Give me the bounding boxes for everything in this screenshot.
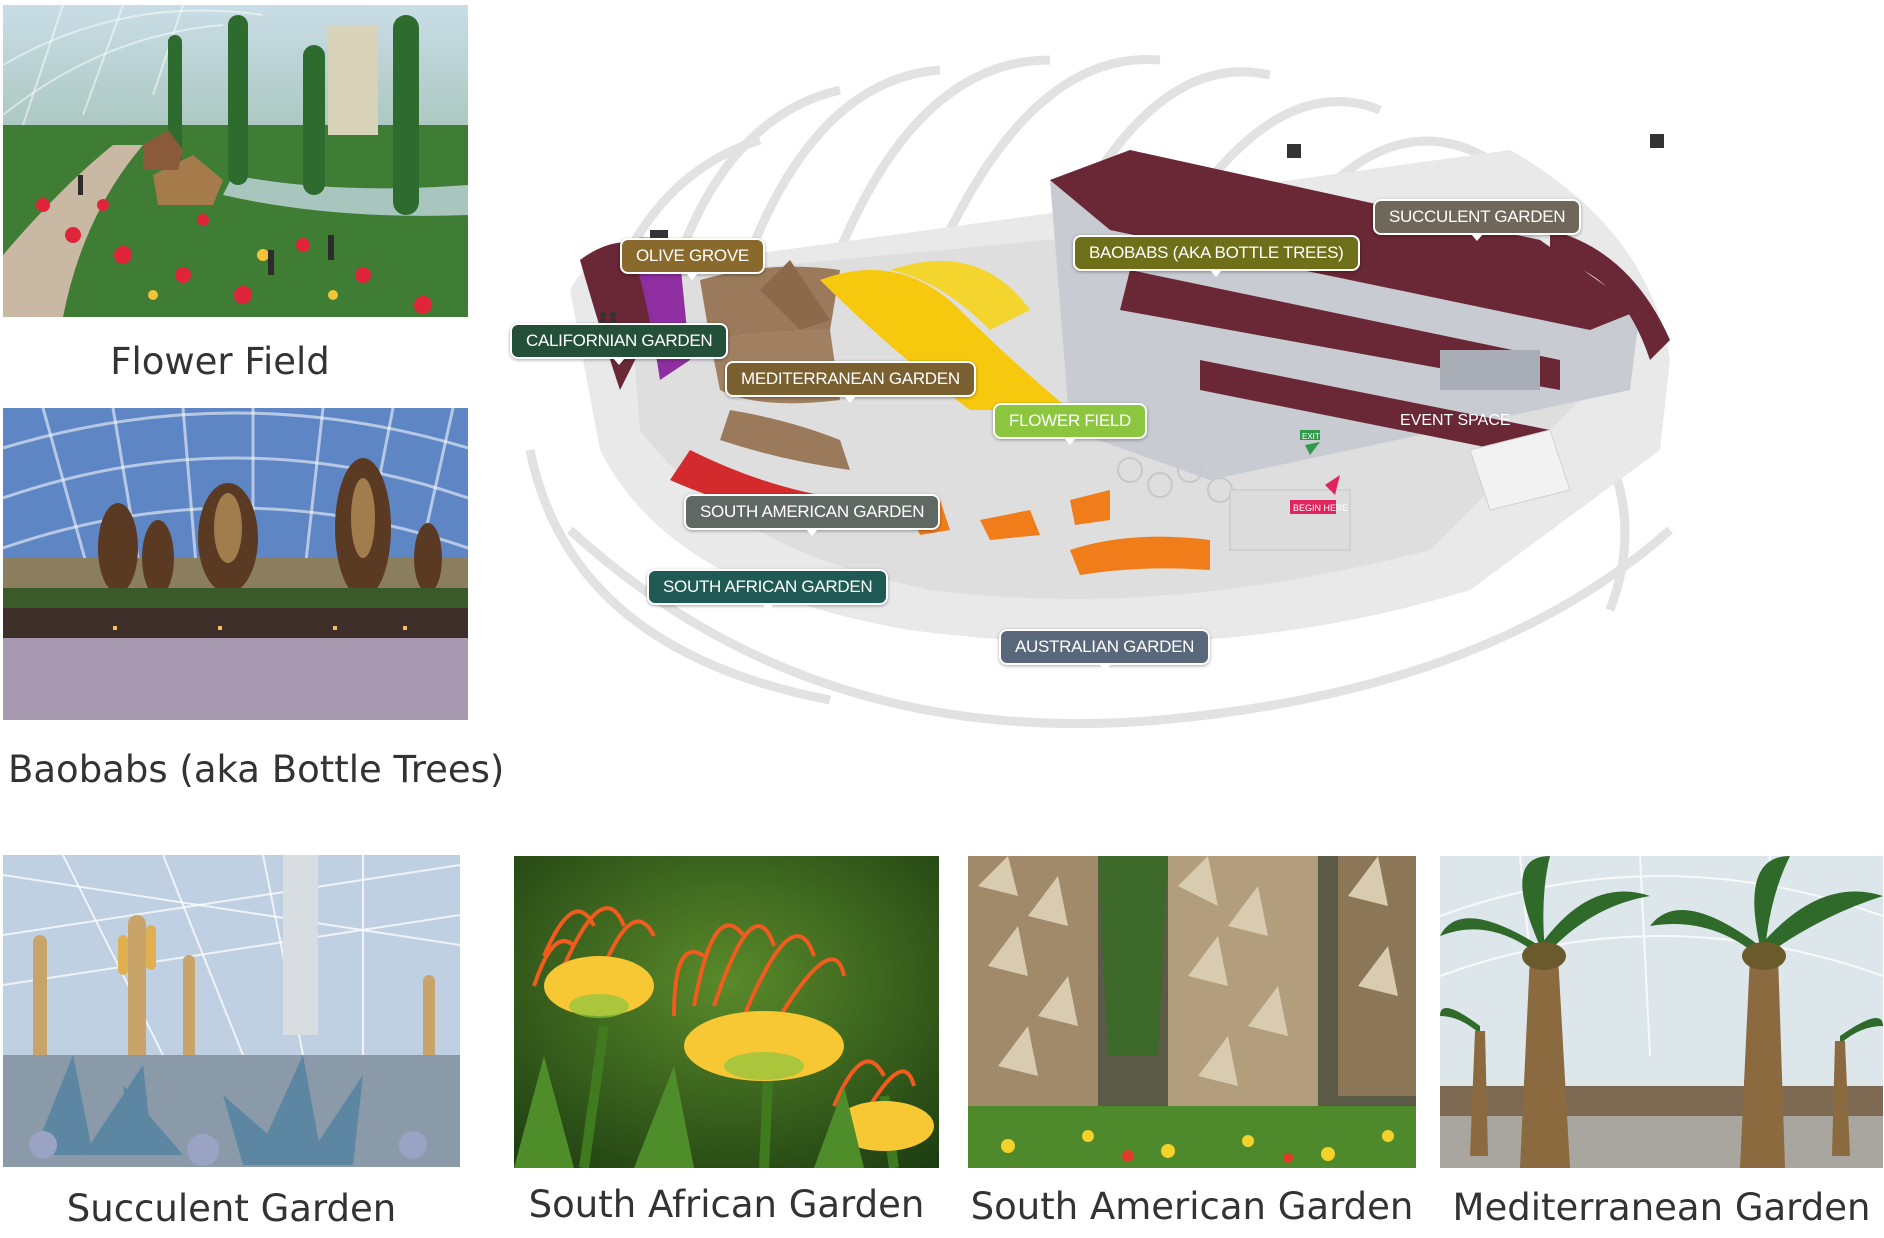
flower-field-photo[interactable] — [3, 5, 468, 317]
californian-garden-tag[interactable]: CALIFORNIAN GARDEN — [510, 323, 729, 365]
mediterranean-garden-tag[interactable]: MEDITERRANEAN GARDEN — [725, 361, 976, 403]
mediterranean-garden-caption[interactable]: Mediterranean Garden — [1452, 1186, 1871, 1229]
succulent-garden-tag[interactable]: SUCCULENT GARDEN — [1373, 199, 1582, 241]
baobabs-tag[interactable]: BAOBABS (AKA BOTTLE TREES) — [1073, 235, 1360, 277]
south-american-garden-image — [968, 856, 1416, 1168]
south-african-garden-photo[interactable] — [514, 856, 939, 1168]
south-african-garden-caption[interactable]: South African Garden — [528, 1183, 925, 1226]
mediterranean-garden-photo[interactable] — [1440, 856, 1883, 1168]
flower-field-tag[interactable]: FLOWER FIELD — [993, 403, 1148, 445]
mediterranean-garden-image — [1440, 856, 1883, 1168]
succulent-garden-photo[interactable] — [3, 855, 460, 1167]
flower-field-image — [3, 5, 468, 317]
olive-grove-tag[interactable]: OLIVE GROVE — [620, 238, 765, 280]
begin-here-text: BEGIN HERE — [1293, 503, 1349, 513]
flower-field-caption[interactable]: Flower Field — [110, 340, 330, 383]
australian-garden-tag[interactable]: AUSTRALIAN GARDEN — [999, 629, 1211, 671]
succulent-garden-image — [3, 855, 460, 1167]
south-american-garden-photo[interactable] — [968, 856, 1416, 1168]
exit-text: EXIT — [1302, 432, 1320, 441]
south-african-garden-tag[interactable]: SOUTH AFRICAN GARDEN — [647, 569, 889, 611]
south-american-garden-caption[interactable]: South American Garden — [970, 1185, 1414, 1228]
baobabs-caption[interactable]: Baobabs (aka Bottle Trees) — [8, 748, 505, 791]
south-african-garden-image — [514, 856, 939, 1168]
baobabs-image — [3, 408, 468, 720]
south-american-garden-tag[interactable]: SOUTH AMERICAN GARDEN — [684, 494, 941, 536]
baobabs-photo[interactable] — [3, 408, 468, 720]
succulent-garden-caption[interactable]: Succulent Garden — [66, 1187, 397, 1230]
event-space-text: EVENT SPACE — [1400, 412, 1511, 429]
